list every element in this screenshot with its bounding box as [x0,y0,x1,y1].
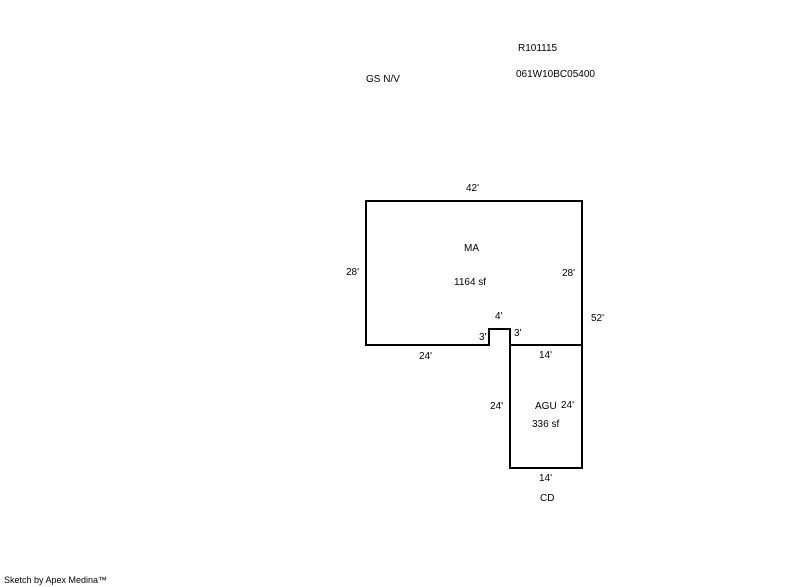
main-area-top-dimension: 42' [466,183,480,194]
main-area-left-dimension: 28' [346,267,360,278]
main-area-code: MA [464,243,479,254]
parcel-id: R101115 [518,43,558,54]
garage-left-dimension: 24' [490,401,504,412]
notch-left-dimension: 3' [479,332,487,343]
garage-below-label: CD [540,493,555,504]
garage-bottom-dimension: 14' [539,473,553,484]
notch-right-dimension: 3' [514,328,522,339]
garage-right-dimension: 24' [561,400,575,411]
overall-right-dimension: 52' [591,313,605,324]
main-area-outline [365,200,583,346]
main-area-bottom-dimension: 24' [419,351,433,362]
main-area-size: 1164 sf [454,277,487,288]
garage-code: AGU [535,401,557,412]
garage-size: 336 sf [532,419,560,430]
garage-outline [509,344,583,469]
footer-credit: Sketch by Apex Medina™ [4,575,108,585]
main-area-right-dimension: 28' [562,268,576,279]
map-number: 061W10BC05400 [516,69,595,80]
garage-top-dimension: 14' [539,350,553,361]
notch-top-dimension: 4' [495,311,503,322]
notes-label: GS N/V [366,74,400,85]
